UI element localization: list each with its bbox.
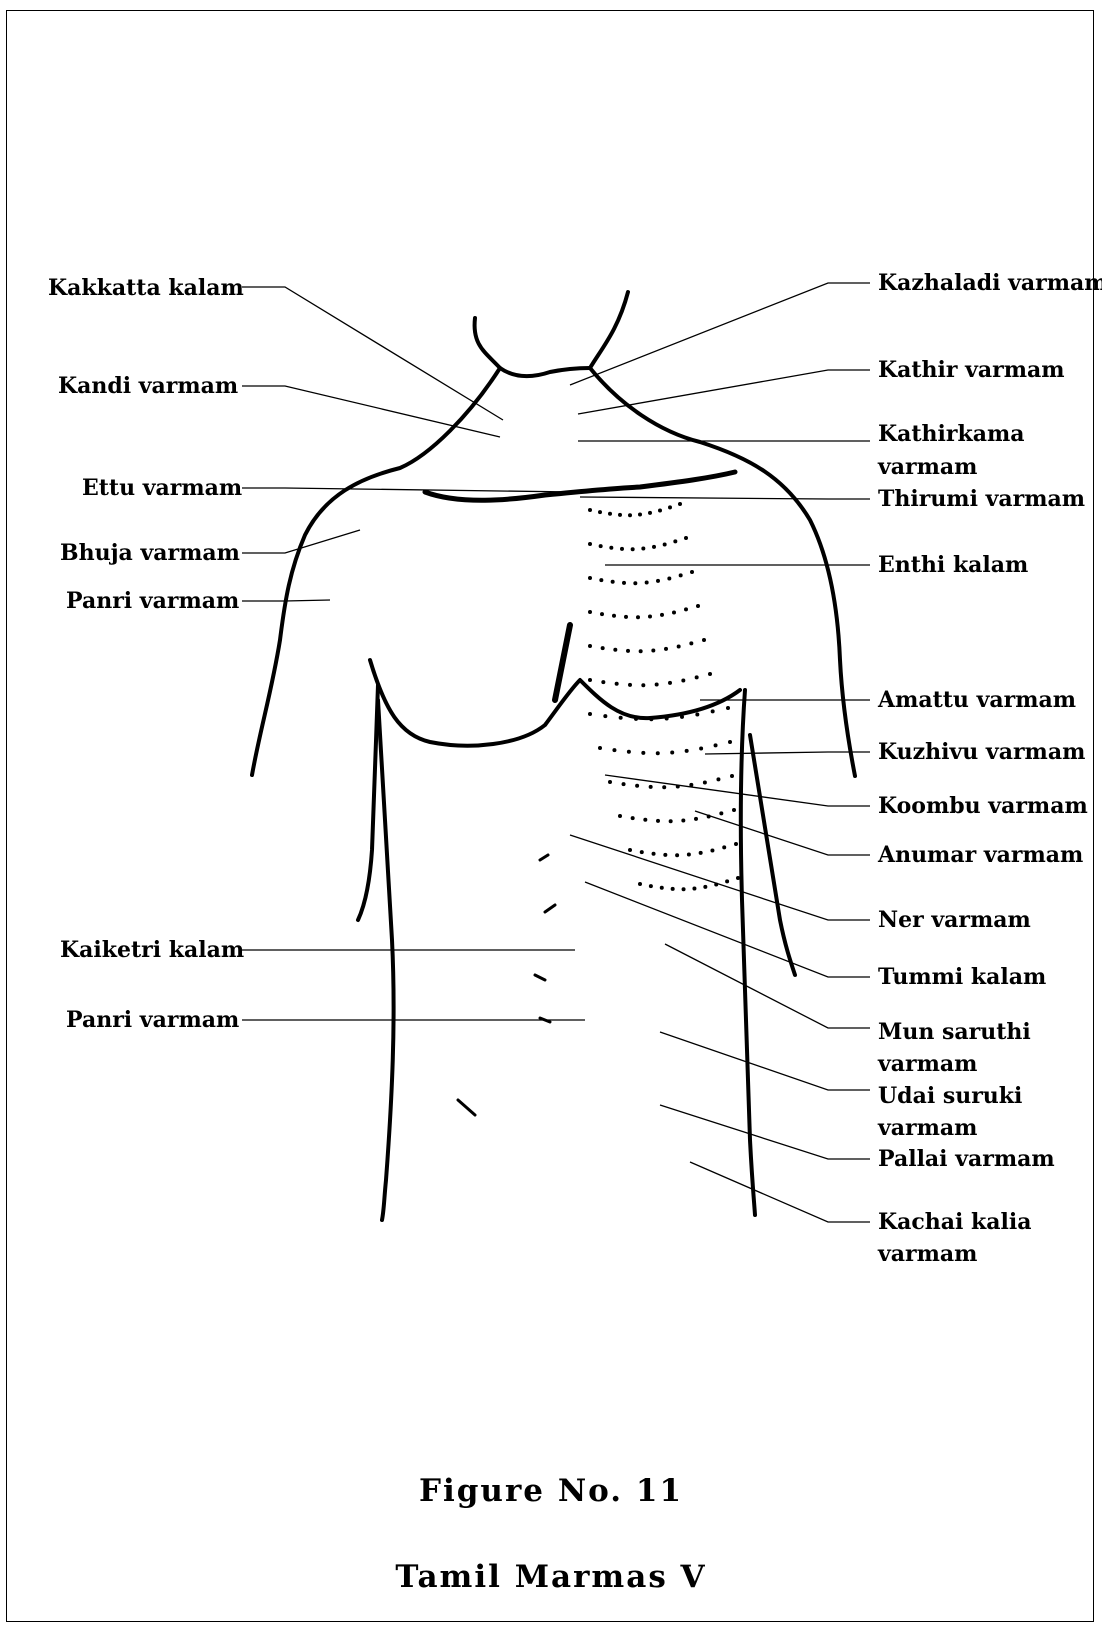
label-amattu-varmam: Amattu varmam — [878, 684, 1076, 716]
label-kachai-kalia-line2: varmam — [878, 1238, 977, 1270]
label-kazhaladi-varmam: Kazhaladi varmam — [878, 267, 1102, 299]
label-enthi-kalam: Enthi kalam — [878, 549, 1028, 581]
sternum-outline — [555, 625, 570, 700]
label-kandi-varmam: Kandi varmam — [58, 370, 238, 402]
label-anumar-varmam: Anumar varmam — [878, 839, 1083, 871]
label-panri-varmam-upper: Panri varmam — [66, 585, 239, 617]
chin-outline — [500, 368, 590, 376]
label-kathirkama-line1: Kathirkama — [878, 418, 1025, 450]
leader-lines — [242, 283, 870, 1222]
label-kachai-kalia-line1: Kachai kalia — [878, 1206, 1032, 1238]
abdomen-mark-3 — [535, 975, 545, 980]
label-udai-suruki-line2: varmam — [878, 1112, 977, 1144]
rib-dot-pattern — [588, 502, 740, 891]
label-ner-varmam: Ner varmam — [878, 904, 1031, 936]
torso-left-outline — [378, 700, 394, 1220]
clavicle-outline — [425, 472, 735, 500]
label-mun-saruthi-line1: Mun saruthi — [878, 1016, 1031, 1048]
left-arm-inner-outline — [358, 685, 378, 920]
label-ettu-varmam: Ettu varmam — [82, 472, 242, 504]
torso-right-outline — [741, 690, 755, 1215]
label-pallai-varmam: Pallai varmam — [878, 1143, 1055, 1175]
label-kuzhivu-varmam: Kuzhivu varmam — [878, 736, 1085, 768]
neck-left-outline — [475, 318, 500, 368]
figure-title: Tamil Marmas V — [0, 1559, 1102, 1595]
abdomen-mark-1 — [540, 855, 548, 860]
label-kathirkama-line2: varmam — [878, 451, 977, 483]
figure-number: Figure No. 11 — [0, 1473, 1102, 1509]
navel-mark — [458, 1100, 475, 1115]
label-panri-varmam-lower: Panri varmam — [66, 1004, 239, 1036]
label-thirumi-varmam: Thirumi varmam — [878, 483, 1085, 515]
label-kathir-varmam: Kathir varmam — [878, 354, 1065, 386]
right-arm-inner-outline — [750, 735, 795, 975]
label-bhuja-varmam: Bhuja varmam — [60, 537, 240, 569]
neck-right-outline — [590, 292, 628, 368]
label-kakkatta-kalam: Kakkatta kalam — [48, 272, 244, 304]
label-kaiketri-kalam: Kaiketri kalam — [60, 934, 244, 966]
label-koombu-varmam: Koombu varmam — [878, 790, 1088, 822]
label-udai-suruki-line1: Udai suruki — [878, 1080, 1022, 1112]
label-tummi-kalam: Tummi kalam — [878, 961, 1046, 993]
abdomen-mark-2 — [545, 905, 555, 912]
label-mun-saruthi-line2: varmam — [878, 1048, 977, 1080]
